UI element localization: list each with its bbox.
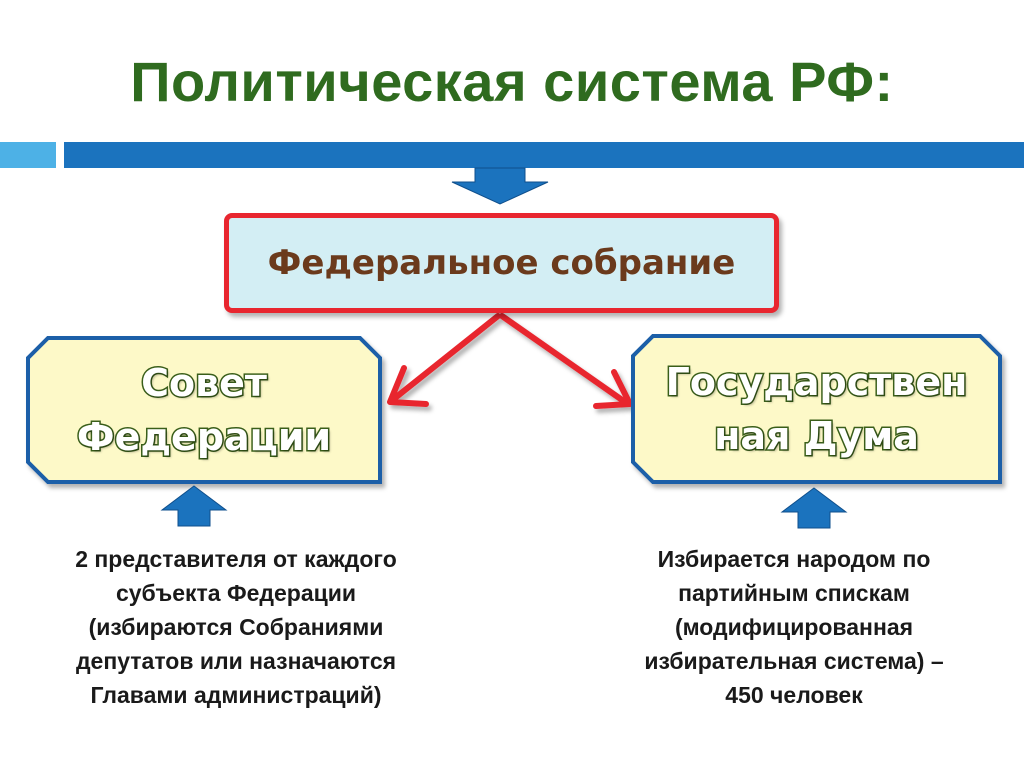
federal-assembly-label: Федеральное собрание <box>267 243 736 283</box>
federal-assembly-box: Федеральное собрание <box>224 213 779 313</box>
up-arrow-icon <box>780 487 848 529</box>
state-duma-label: Государствен ная Дума <box>664 355 969 463</box>
federation-council-label-line2: Федерации <box>75 414 332 461</box>
federation-council-label: Совет Федерации <box>75 356 332 464</box>
arrow-to-duma-line <box>499 313 628 405</box>
up-arrow-icon <box>160 485 228 527</box>
federation-council-box: Совет Федерации <box>28 338 380 482</box>
state-duma-description: Избирается народом по партийным спискам … <box>644 546 944 708</box>
down-arrow-icon <box>451 167 549 205</box>
header-divider-bar <box>64 142 1024 168</box>
arrow-to-duma-head <box>593 369 633 409</box>
federation-council-label-line1: Совет <box>140 360 269 407</box>
duma-box-shape <box>631 334 1002 484</box>
council-box-shape <box>26 336 382 484</box>
red-arrows <box>387 313 633 409</box>
state-duma-box: Государствен ная Дума <box>633 336 1000 482</box>
state-duma-label-line2: ная Дума <box>713 413 921 460</box>
arrow-to-council-line <box>392 313 501 401</box>
state-duma-label-line1: Государствен <box>664 359 969 406</box>
header-accent-bar <box>0 142 56 168</box>
arrow-to-council-head <box>387 365 429 407</box>
federation-council-description: 2 представителя от каждого субъекта Феде… <box>75 546 397 708</box>
slide-title: Политическая система РФ: <box>130 50 894 113</box>
